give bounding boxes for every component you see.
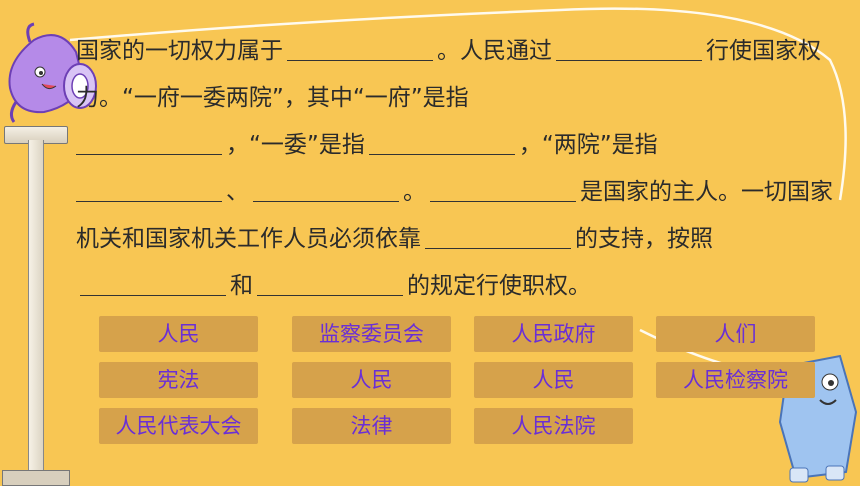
passage-text: 。 — [403, 179, 426, 205]
answer-blank-10[interactable] — [257, 273, 403, 296]
option-chip[interactable]: 人民 — [474, 362, 633, 398]
option-chip[interactable]: 人们 — [656, 316, 815, 352]
option-chip[interactable]: 法律 — [292, 408, 451, 444]
passage-text: 和 — [230, 273, 253, 299]
answer-blank-3[interactable] — [76, 132, 222, 155]
option-chip[interactable]: 宪法 — [99, 362, 258, 398]
passage-text: 的支持，按照 — [575, 226, 713, 252]
answer-blank-6[interactable] — [253, 179, 399, 202]
passage-text: 国家的一切权力属于 — [76, 38, 283, 64]
passage-text: 。人民通过 — [437, 38, 552, 64]
answer-blank-8[interactable] — [425, 226, 571, 249]
pole — [28, 140, 44, 484]
passage-text: ，“两院”是指 — [518, 132, 658, 158]
answer-blank-5[interactable] — [76, 179, 222, 202]
option-chip[interactable]: 监察委员会 — [292, 316, 451, 352]
option-chip[interactable]: 人民代表大会 — [99, 408, 258, 444]
option-chip[interactable]: 人民法院 — [474, 408, 633, 444]
option-chip[interactable]: 人民 — [99, 316, 258, 352]
option-chip[interactable]: 人民 — [292, 362, 451, 398]
megaphone-mascot-icon — [8, 22, 97, 123]
passage-text: 行使国家权力。“一府一委两院”，其中“一府”是指 — [76, 38, 821, 111]
option-chip[interactable]: 人民政府 — [474, 316, 633, 352]
answer-blank-4[interactable] — [368, 132, 515, 155]
passage-text: 是国家的主人。一切国家机关和国家机关工作人员必须依靠 — [76, 179, 833, 252]
option-chip[interactable]: 人民检察院 — [656, 362, 815, 398]
answer-blank-2[interactable] — [556, 38, 702, 61]
fill-in-passage: 国家的一切权力属于 。人民通过行使国家权力。“一府一委两院”，其中“一府”是指 ，… — [76, 28, 836, 310]
answer-blank-7[interactable] — [430, 179, 576, 202]
answer-blank-1[interactable] — [287, 38, 433, 61]
passage-text: 的规定行使职权。 — [407, 273, 591, 299]
passage-text: ，“一委”是指 — [226, 132, 365, 158]
answer-blank-9[interactable] — [80, 273, 226, 296]
passage-text: 、 — [226, 179, 249, 205]
